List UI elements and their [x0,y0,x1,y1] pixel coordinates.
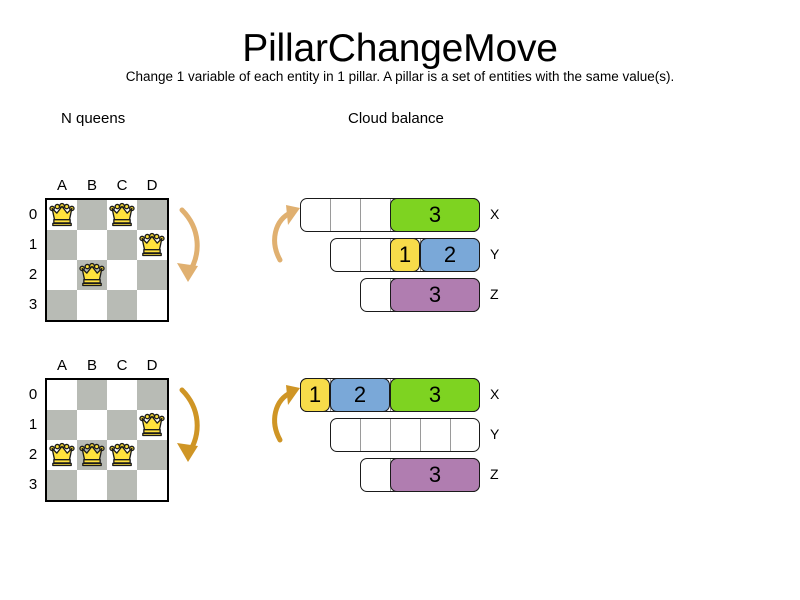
board-cell-C2[interactable] [107,260,137,290]
cloud-computer-label-x: X [490,386,500,402]
page-title: PillarChangeMove [242,27,558,70]
board-cell-D0[interactable] [137,200,167,230]
cloud-computer-label-z: Z [490,286,499,302]
board-row-label-3: 3 [28,296,38,313]
board-cell-C0[interactable] [107,380,137,410]
cloud-bar-grid-cell [361,199,391,231]
cloud-bar-grid-cell [451,419,479,451]
board-cell-D1[interactable] [137,410,167,440]
nqueens-arrow-bottom-icon [177,387,200,462]
board-cell-D0[interactable] [137,380,167,410]
cloud-process-1[interactable]: 1 [390,238,420,272]
board-cell-B3[interactable] [77,290,107,320]
chessboard: A B C D 0 1 2 3 [29,177,169,322]
board-cell-C3[interactable] [107,290,137,320]
cloud-bar-grid-cell [301,199,331,231]
board-column-label-D: D [146,357,158,374]
cloud-bar-track[interactable] [330,418,480,452]
cloud-computer-label-z: Z [490,466,499,482]
board-cell-C3[interactable] [107,470,137,500]
cloud-computer-label-y: Y [490,426,500,442]
board-cell-B0[interactable] [77,380,107,410]
board-cell-B0[interactable] [77,200,107,230]
board-cell-A3[interactable] [47,290,77,320]
cloud-computer-label-x: X [490,206,500,222]
board-cell-D2[interactable] [137,440,167,470]
board-cell-A1[interactable] [47,410,77,440]
board-cell-D2[interactable] [137,260,167,290]
board-cell-D3[interactable] [137,290,167,320]
cloud-process-3[interactable]: 3 [390,278,480,312]
board-row-label-1: 1 [28,236,38,253]
board-cell-A3[interactable] [47,470,77,500]
board-cell-A2[interactable] [47,260,77,290]
board-cell-B2[interactable] [77,440,107,470]
board-cell-D3[interactable] [137,470,167,500]
board-row-label-3: 3 [28,476,38,493]
section-heading-nqueens: N queens [61,110,126,127]
chessboard: A B C D 0 1 2 3 [29,357,169,502]
cloud-process-3[interactable]: 3 [390,378,480,412]
cloud-process-3[interactable]: 3 [390,458,480,492]
board-cell-A0[interactable] [47,200,77,230]
board-cell-B3[interactable] [77,470,107,500]
board-cell-C2[interactable] [107,440,137,470]
board-cell-C0[interactable] [107,200,137,230]
cloud-bar-grid-cell [391,419,421,451]
nqueens-board-before: A B C D 0 1 2 3 [29,177,169,322]
board-cell-B2[interactable] [77,260,107,290]
board-cell-A2[interactable] [47,440,77,470]
board-cell-A1[interactable] [47,230,77,260]
board-cell-A0[interactable] [47,380,77,410]
cloud-process-3[interactable]: 3 [390,198,480,232]
section-heading-cloud: Cloud balance [348,110,444,127]
board-column-label-B: B [86,177,97,194]
cloud-bar-grid-cell [331,199,361,231]
cloud-bar-grid-cell [331,239,361,271]
cloud-bar-grid-cell [361,419,391,451]
cloud-process-2[interactable]: 2 [330,378,390,412]
board-cell-C1[interactable] [107,410,137,440]
board-row-label-2: 2 [28,266,38,283]
cloud-process-2[interactable]: 2 [420,238,480,272]
board-cell-D1[interactable] [137,230,167,260]
nqueens-arrow-top-icon [177,207,200,282]
cloud-row-y: Y [330,418,499,452]
cloud-computer-label-y: Y [490,246,500,262]
board-row-label-2: 2 [28,446,38,463]
board-column-label-D: D [146,177,158,194]
board-cell-C1[interactable] [107,230,137,260]
cloud-bar-grid-cell [361,279,391,311]
board-row-label-1: 1 [28,416,38,433]
page-subtitle: Change 1 variable of each entity in 1 pi… [125,69,675,84]
board-column-label-C: C [116,177,128,194]
cloud-bar-grid [331,419,479,451]
board-cell-B1[interactable] [77,410,107,440]
cloud-bar-grid-cell [421,419,451,451]
board-column-label-A: A [56,357,67,374]
nqueens-board-after: A B C D 0 1 2 3 [29,357,169,502]
board-column-label-B: B [86,357,97,374]
board-cell-B1[interactable] [77,230,107,260]
cloud-bar-grid-cell [331,419,361,451]
board-column-label-A: A [56,177,67,194]
board-column-label-C: C [116,357,128,374]
board-row-label-0: 0 [28,386,38,403]
cloud-bar-grid-cell [361,459,391,491]
board-row-label-0: 0 [28,206,38,223]
cloud-bar-grid-cell [361,239,391,271]
cloud-process-1[interactable]: 1 [300,378,330,412]
